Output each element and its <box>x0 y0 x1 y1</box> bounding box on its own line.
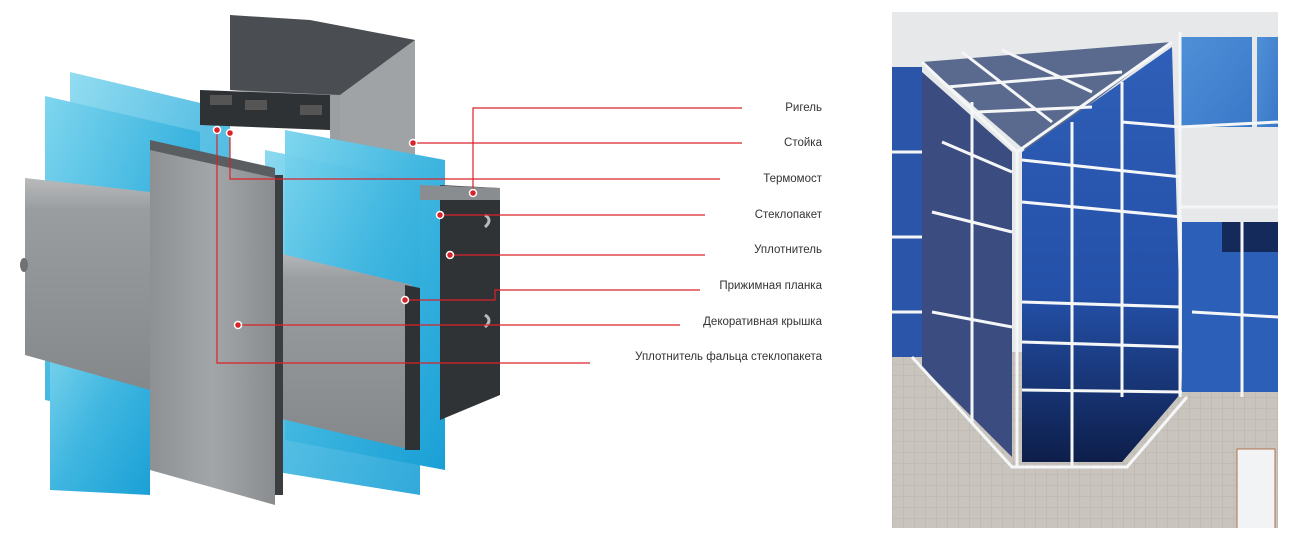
facade-profile-diagram: Ригель Стойка Термомост Стеклопакет Упло… <box>20 15 822 505</box>
label-rigel: Ригель <box>785 102 822 114</box>
leader-lines <box>216 107 742 364</box>
label-steklopaket: Стеклопакет <box>754 209 822 221</box>
facade-photo-illustration <box>892 12 1278 528</box>
label-termomost: Термомост <box>763 173 822 185</box>
facade-photo <box>892 12 1278 528</box>
label-uplotnitel: Уплотнитель <box>754 244 822 256</box>
label-prizhimnaya-planka: Прижимная планка <box>719 280 822 292</box>
profile-illustration <box>20 15 742 505</box>
callout-markers <box>212 125 478 330</box>
label-dekorativnaya-kryshka: Декоративная крышка <box>703 316 822 328</box>
label-stoika: Стойка <box>784 137 822 149</box>
callout-labels: Ригель Стойка Термомост Стеклопакет Упло… <box>635 102 822 363</box>
label-uplotnitel-faltsa: Уплотнитель фальца стеклопакета <box>635 351 822 363</box>
